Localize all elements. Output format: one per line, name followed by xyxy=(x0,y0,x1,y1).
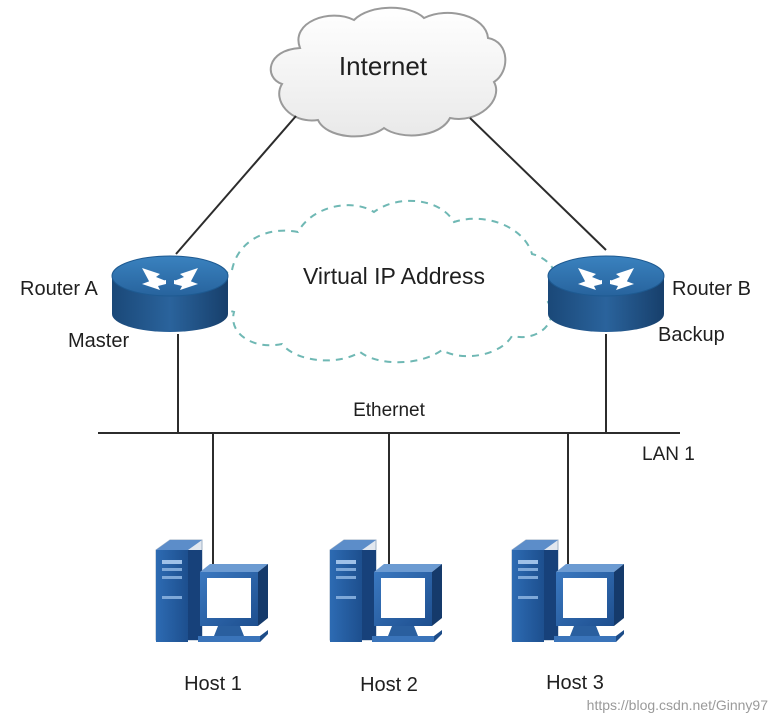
router-a-icon xyxy=(111,255,229,333)
router-a-name: Router A xyxy=(20,278,98,300)
virtual-ip-label: Virtual IP Address xyxy=(303,263,485,289)
watermark-text: https://blog.csdn.net/Ginny97 xyxy=(587,697,769,713)
router-b-name: Router B xyxy=(672,278,751,300)
router-b-role: Backup xyxy=(658,324,725,346)
host-2-icon xyxy=(329,539,443,643)
virtual-ip-cloud-icon xyxy=(214,199,559,364)
host-1-label: Host 1 xyxy=(184,673,242,695)
link-internet-router-a xyxy=(175,115,297,255)
router-a-role: Master xyxy=(68,330,129,352)
host-3-label: Host 3 xyxy=(546,672,604,694)
host-2-label: Host 2 xyxy=(360,674,418,696)
internet-cloud-icon xyxy=(269,6,507,138)
router-b-icon xyxy=(547,255,665,333)
internet-label: Internet xyxy=(339,51,428,81)
ethernet-label: Ethernet xyxy=(353,400,426,421)
link-internet-router-b xyxy=(469,117,607,251)
lan-label: LAN 1 xyxy=(642,444,695,465)
